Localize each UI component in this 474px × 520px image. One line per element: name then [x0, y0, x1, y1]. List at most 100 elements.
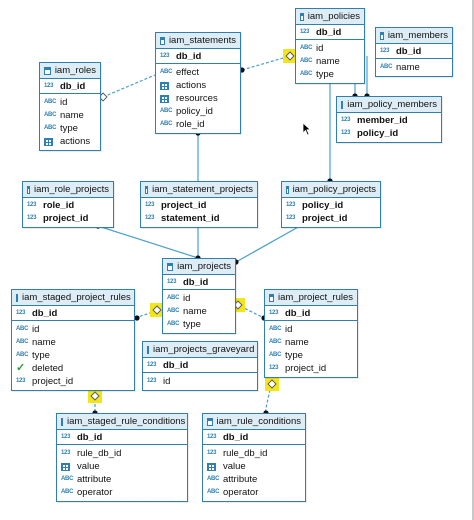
entity-title: iam_projects: [177, 261, 231, 272]
column-name: project_id: [32, 376, 74, 387]
entity-header[interactable]: iam_statements: [156, 33, 240, 49]
entity-header[interactable]: iam_projects: [163, 259, 235, 275]
column-row[interactable]: resources: [156, 92, 240, 105]
column-name: db_id: [285, 308, 311, 319]
column-row[interactable]: value: [57, 460, 187, 473]
column-row[interactable]: ✓deleted: [12, 362, 134, 375]
entity-header[interactable]: iam_projects_graveyard: [143, 342, 257, 358]
integer-type-icon: 123: [147, 362, 157, 368]
line-policy-projects-projects: [235, 225, 301, 263]
entity-header[interactable]: iam_staged_rule_conditions: [57, 414, 187, 430]
entity-header[interactable]: iam_statement_projects: [141, 182, 257, 198]
entity-header[interactable]: iam_role_projects: [23, 182, 113, 198]
entity-header[interactable]: iam_project_rules: [265, 290, 357, 306]
table-icon: [207, 417, 213, 426]
table-icon: [145, 185, 149, 194]
column-name: rule_db_id: [223, 448, 268, 459]
column-row[interactable]: actions: [40, 135, 100, 148]
entity-header[interactable]: iam_rule_conditions: [203, 414, 305, 430]
entity-header[interactable]: iam_staged_project_rules: [12, 290, 134, 306]
column-row[interactable]: value: [203, 460, 305, 473]
entity-header[interactable]: iam_roles: [40, 63, 100, 79]
table-icon: [44, 66, 51, 75]
entity-header[interactable]: iam_policies: [296, 9, 364, 25]
array-type-icon: [160, 94, 169, 103]
text-type-icon: ABC: [167, 295, 180, 301]
text-type-icon: ABC: [167, 321, 180, 327]
column-row[interactable]: actions: [156, 79, 240, 92]
entity-title: iam_statements: [168, 35, 236, 46]
entity-header[interactable]: iam_members: [376, 28, 452, 44]
entity-header[interactable]: iam_policy_members: [337, 97, 441, 113]
entity-header[interactable]: iam_policy_projects: [282, 182, 380, 198]
text-type-icon: ABC: [269, 339, 282, 345]
text-type-icon: ABC: [269, 352, 282, 358]
column-name: project_id: [302, 213, 348, 224]
line-role-projects-projects: [97, 225, 199, 259]
